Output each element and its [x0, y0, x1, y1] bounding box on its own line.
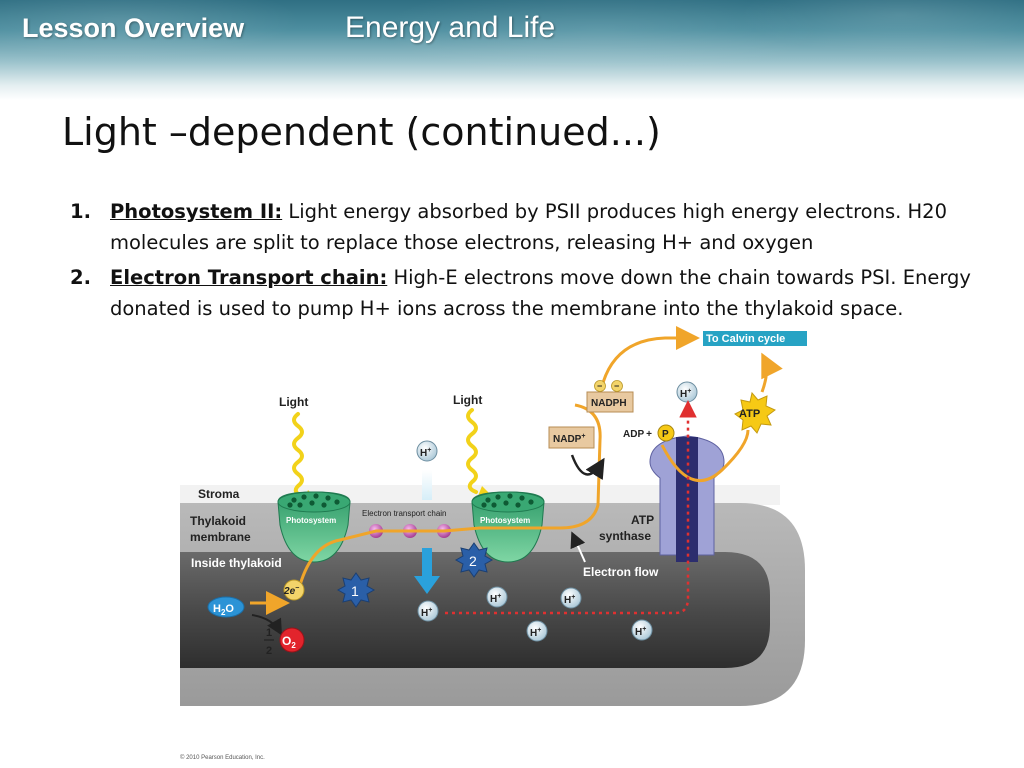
oxygen-release-arrow: [251, 614, 282, 636]
photosystem-label-right: Photosystem: [480, 516, 530, 525]
item-term: Electron Transport chain:: [110, 266, 388, 289]
svg-text:−: −: [597, 381, 602, 391]
slide-title: Light –dependent (continued...): [62, 110, 661, 154]
proton-flow-path: [445, 400, 697, 615]
electron-minus: [594, 380, 606, 392]
item-text: Light energy absorbed by PSII produces h…: [110, 200, 947, 254]
proton-ion: [416, 440, 438, 462]
svg-text:H+: H+: [635, 626, 646, 638]
inside-thylakoid-label: Inside thylakoid: [191, 556, 282, 570]
nadp-label: NADP+: [553, 433, 585, 445]
to-calvin-box: [703, 331, 807, 346]
svg-text:H2O: H2O: [213, 603, 234, 617]
electron-minus: [611, 380, 623, 392]
svg-text:2e−: 2e−: [283, 585, 299, 597]
step-2-badge: [454, 542, 494, 578]
copyright-notice: © 2010 Pearson Education, Inc.: [180, 755, 265, 761]
svg-text:−: −: [614, 381, 619, 391]
svg-text:H+: H+: [421, 607, 432, 619]
item-number: 1.: [70, 200, 91, 223]
list-item: 2. Electron Transport chain: High-E elec…: [70, 262, 990, 324]
atp-formation-arrow: [660, 429, 750, 482]
svg-text:H+: H+: [564, 594, 575, 606]
item-term: Photosystem II:: [110, 200, 283, 223]
photosystem-label-left: Photosystem: [286, 516, 336, 525]
lesson-overview-label: Lesson Overview: [22, 13, 245, 43]
nadph-box: [586, 391, 634, 413]
svg-text:O2: O2: [282, 634, 296, 650]
light-wave-right: [466, 408, 478, 494]
light-wave-left: [292, 412, 304, 498]
atp-label: ATP: [739, 408, 760, 420]
list-item: 1. Photosystem II: Light energy absorbed…: [70, 196, 990, 258]
adp-label: ADP+: [623, 429, 652, 440]
step-1-label: 1: [351, 583, 359, 599]
stroma-label: Stroma: [198, 487, 240, 501]
atp-synthase-label-2: synthase: [599, 529, 651, 543]
nadp-box: [548, 426, 595, 449]
water-molecule: [207, 596, 245, 618]
svg-text:H+: H+: [680, 388, 691, 400]
half-numerator: 1: [266, 627, 272, 639]
light-label-left: Light: [279, 395, 308, 409]
two-electrons: [283, 579, 305, 601]
nadph-label: NADPH: [591, 398, 627, 409]
lumen-protons: H+ H+ H+ H+ H+: [417, 586, 653, 642]
item-number: 2.: [70, 266, 91, 289]
thylakoid-membrane-label-1: Thylakoid: [190, 514, 246, 528]
svg-text:H+: H+: [420, 447, 431, 459]
nadp-reduction-arrow: [570, 454, 605, 481]
to-calvin-label: To Calvin cycle: [706, 333, 785, 345]
atp-to-calvin-arrow: [760, 352, 783, 393]
header-texture: [0, 0, 1024, 100]
proton-pump-arrow: [422, 548, 432, 578]
oxygen-molecule: [279, 627, 305, 653]
svg-text:H+: H+: [530, 627, 541, 639]
atp-starburst: [734, 391, 776, 434]
thylakoid-membrane-label-2: membrane: [190, 530, 251, 544]
electron-flow-label: Electron flow: [583, 565, 659, 579]
slide-header: [0, 0, 1024, 100]
phosphate: [657, 424, 675, 442]
item-text: High-E electrons move down the chain tow…: [110, 266, 971, 320]
light-reactions-diagram: Stroma Thylakoid membrane Inside thylako…: [180, 326, 807, 706]
light-label-right: Light: [453, 393, 482, 407]
svg-text:H+: H+: [490, 593, 501, 605]
thylakoid-lumen: [180, 552, 770, 668]
electron-flow-pointer: [570, 531, 586, 563]
svg-text:P: P: [662, 429, 669, 440]
electron-path: [298, 403, 602, 586]
half-denominator: 2: [266, 645, 272, 657]
step-2-label: 2: [469, 553, 477, 569]
etc-label: Electron transport chain: [362, 509, 447, 518]
atp-synthase-label-1: ATP: [631, 513, 654, 527]
topic-title: Energy and Life: [345, 11, 556, 44]
bullet-list: 1. Photosystem II: Light energy absorbed…: [70, 196, 990, 328]
step-1-badge: [336, 572, 376, 608]
